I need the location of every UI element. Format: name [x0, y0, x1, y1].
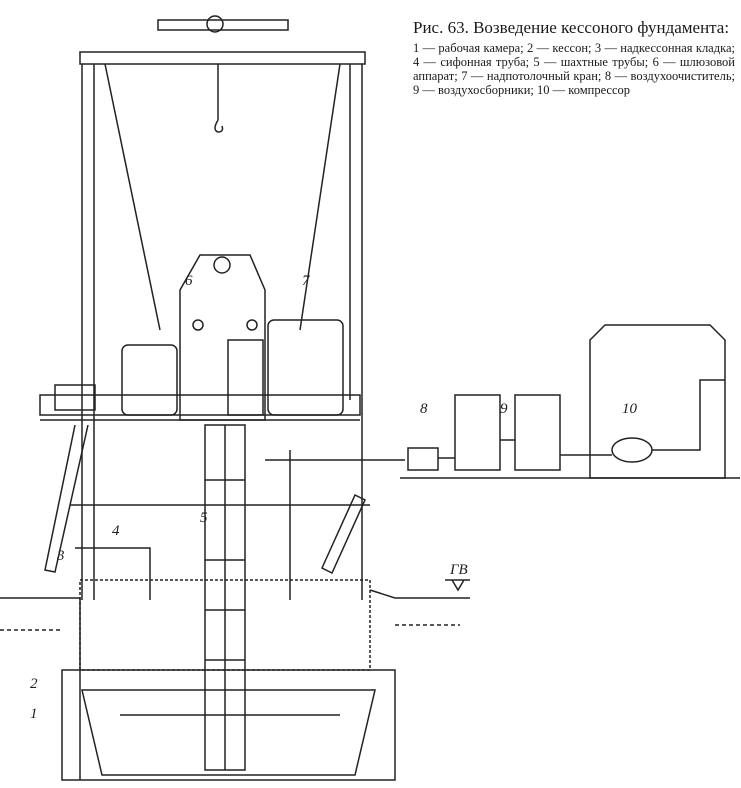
label-7: 7	[302, 273, 311, 289]
caption-legend: 1 — рабочая камера; 2 — кессон; 3 — надк…	[413, 41, 735, 97]
label-9: 9	[500, 401, 508, 417]
caption-title: Рис. 63. Возведение кессоного фундамента…	[413, 18, 730, 37]
label-6: 6	[185, 273, 193, 289]
label-2: 2	[30, 676, 38, 692]
label-4: 4	[112, 523, 120, 539]
label-groundwater: ГВ	[449, 562, 468, 578]
air-pipes	[70, 450, 405, 600]
shaft-tubes	[204, 424, 246, 771]
ground-line	[0, 477, 740, 780]
gantry-crane	[79, 15, 366, 600]
label-5: 5	[200, 510, 208, 526]
label-8: 8	[420, 401, 428, 417]
label-10: 10	[622, 401, 638, 417]
work-platform	[39, 384, 361, 573]
label-3: 3	[56, 548, 65, 564]
label-1: 1	[30, 706, 38, 722]
compressor-station	[407, 324, 726, 479]
airlock-apparatus	[121, 254, 344, 421]
figure-caption: Рис. 63. Возведение кессоного фундамента…	[413, 18, 735, 97]
